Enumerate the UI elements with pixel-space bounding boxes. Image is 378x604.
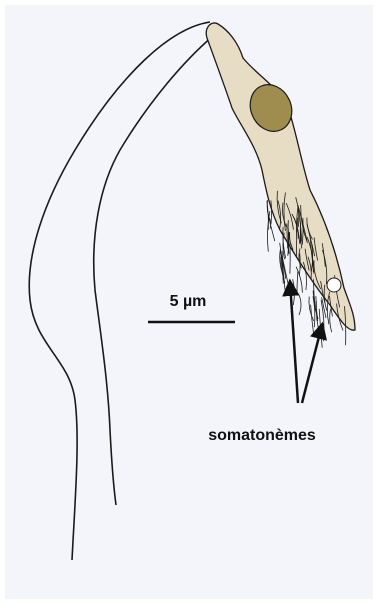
arrow-icon: [302, 325, 322, 403]
somatonemes-label: somatonèmes: [208, 427, 316, 444]
flagellum-outer: [29, 22, 210, 560]
somatoneme-hair: [290, 232, 291, 274]
contractile-vacuole-icon: [327, 278, 341, 292]
somatoneme-hair: [299, 295, 301, 315]
scale-bar-label: 5 µm: [170, 293, 207, 310]
flagellum-inner: [94, 36, 213, 505]
somatoneme-hair: [293, 279, 295, 305]
somatoneme-hair: [297, 271, 298, 295]
